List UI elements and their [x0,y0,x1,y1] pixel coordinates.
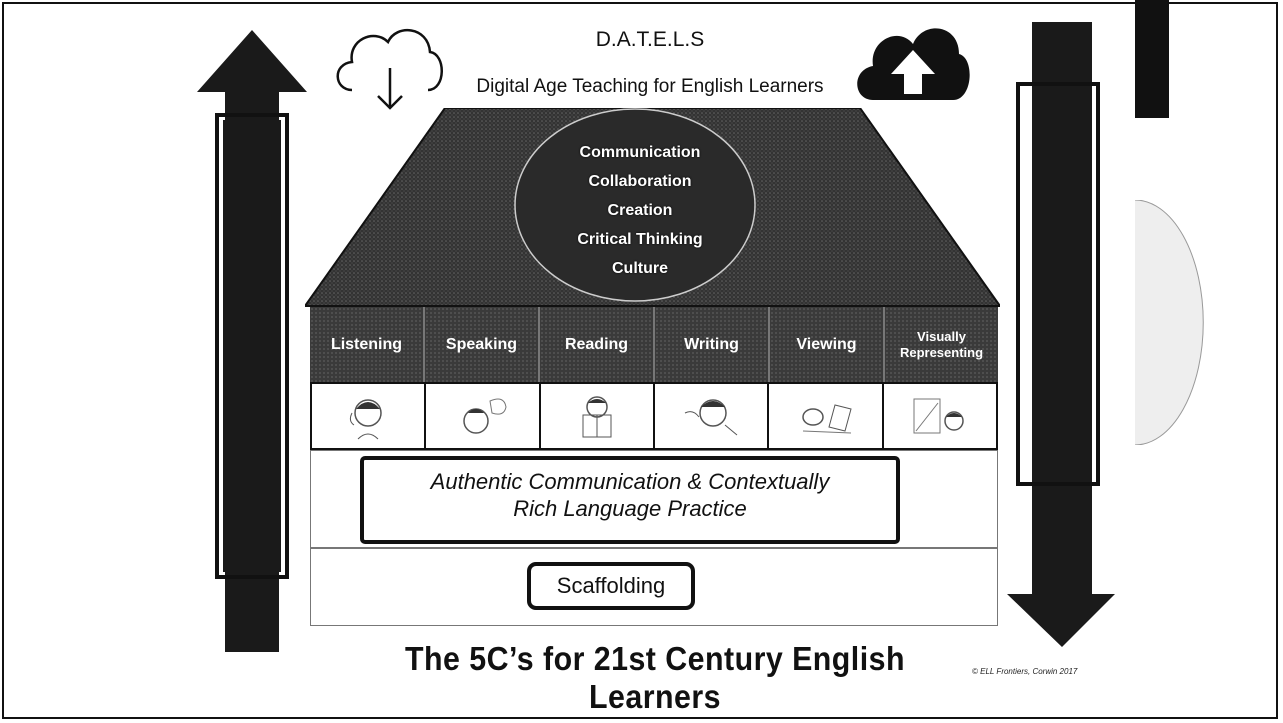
roof-item: Communication [579,144,701,161]
authentic-line-2: Rich Language Practice [513,496,747,521]
edge-bar [1135,0,1169,118]
skill-reading: Reading [540,307,655,382]
up-arrow-icon [197,30,307,652]
copyright-note: © ELL Frontiers, Corwin 2017 [972,667,1078,676]
diagram-title: D.A.T.E.L.S [595,28,705,51]
scaffolding-band [310,548,998,626]
skill-listening: Listening [310,307,425,382]
roof-item: Collaboration [588,173,692,190]
skill-viewing: Viewing [770,307,885,382]
viewing-illustration-icon [769,384,884,448]
skill-speaking: Speaking [425,307,540,382]
skill-writing: Writing [655,307,770,382]
authentic-communication-box: Authentic Communication & Contextually R… [360,456,900,544]
roof-item: Critical Thinking [577,231,703,248]
skills-row: Listening Speaking Reading Writing Viewi… [310,307,998,382]
illustrations-row [310,382,998,450]
cloud-upload-icon [857,28,970,101]
scaffolding-box: Scaffolding [527,562,695,610]
footer-title: The 5C’s for 21st Century English Learne… [405,640,905,715]
diagram-subtitle: Digital Age Teaching for English Learner… [476,76,824,97]
cloud-download-icon [336,28,443,110]
reading-illustration-icon [541,384,655,448]
roof-item: Creation [607,202,673,219]
authentic-band [310,450,998,548]
authentic-line-1: Authentic Communication & Contextually [430,469,830,494]
five-cs-circle: Communication Collaboration Creation Cri… [540,138,740,283]
listening-illustration-icon [312,384,427,448]
roof-shape [305,108,1000,307]
speaking-illustration-icon [426,384,541,448]
skill-visually-representing: Visually Representing [885,307,998,382]
edge-arc [1135,200,1204,445]
down-arrow-icon [1007,22,1115,647]
writing-illustration-icon [655,384,770,448]
visually-representing-illustration-icon [884,384,996,448]
roof-item: Culture [612,260,668,277]
